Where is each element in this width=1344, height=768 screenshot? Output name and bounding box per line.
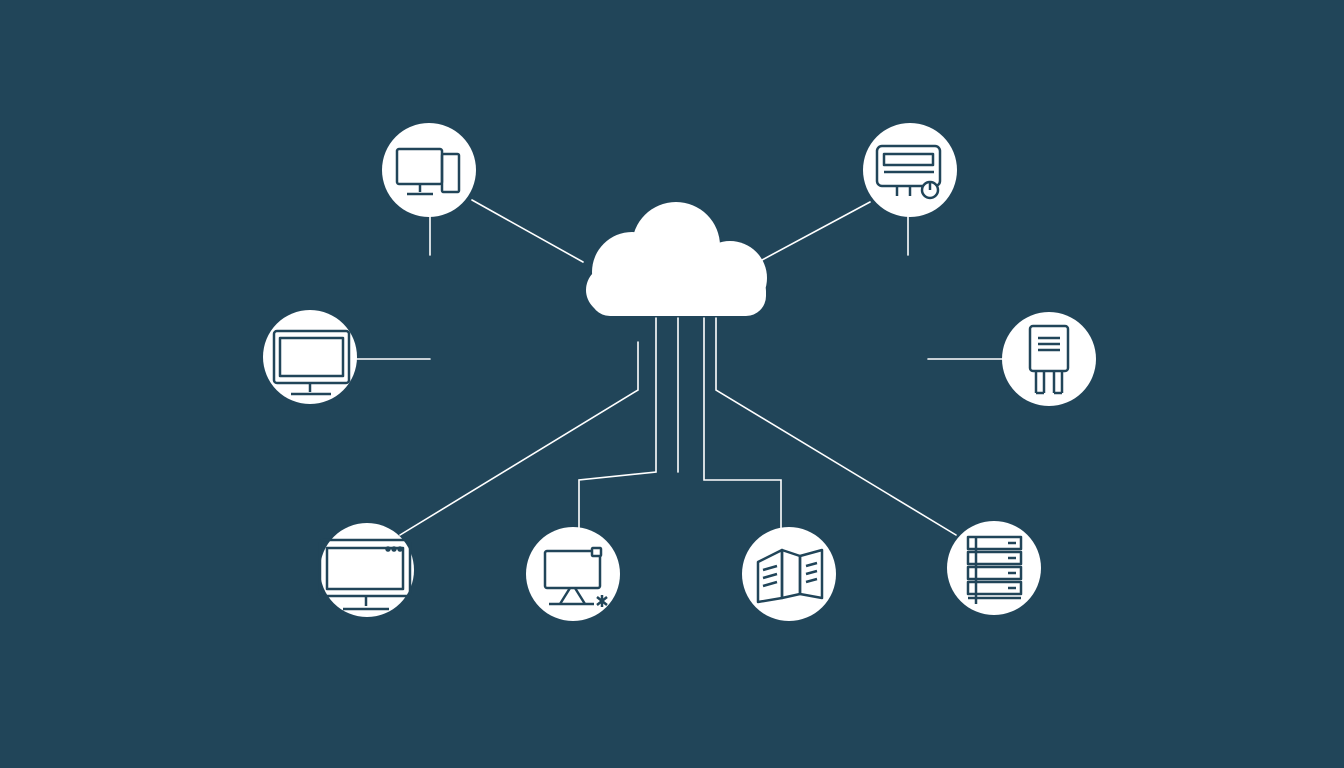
router-icon	[875, 144, 942, 200]
server-rack-icon	[966, 535, 1023, 604]
connectors	[353, 199, 1005, 536]
node-router	[863, 123, 957, 217]
connector-widescreen-monitor	[399, 341, 639, 536]
server-tower-icon	[1028, 324, 1070, 395]
node-server-rack	[947, 521, 1041, 615]
connector-storage-array	[703, 317, 782, 529]
node-server-tower	[1002, 312, 1096, 406]
node-desktop-computer	[382, 123, 476, 217]
workstation-icon	[543, 546, 608, 607]
connector-router	[761, 201, 871, 261]
node-monitor	[263, 310, 357, 404]
desktop-computer-icon	[395, 147, 461, 196]
node-workstation	[526, 527, 620, 621]
cloud-icon	[586, 202, 767, 316]
storage-array-icon	[756, 548, 824, 604]
monitor-icon	[272, 329, 351, 396]
connector-desktop-computer	[471, 199, 584, 263]
connector-workstation	[578, 317, 657, 529]
connector-server-rack	[715, 317, 957, 536]
node-storage-array	[742, 527, 836, 621]
node-widescreen-monitor	[318, 523, 414, 617]
widescreen-monitor-icon	[318, 538, 412, 611]
